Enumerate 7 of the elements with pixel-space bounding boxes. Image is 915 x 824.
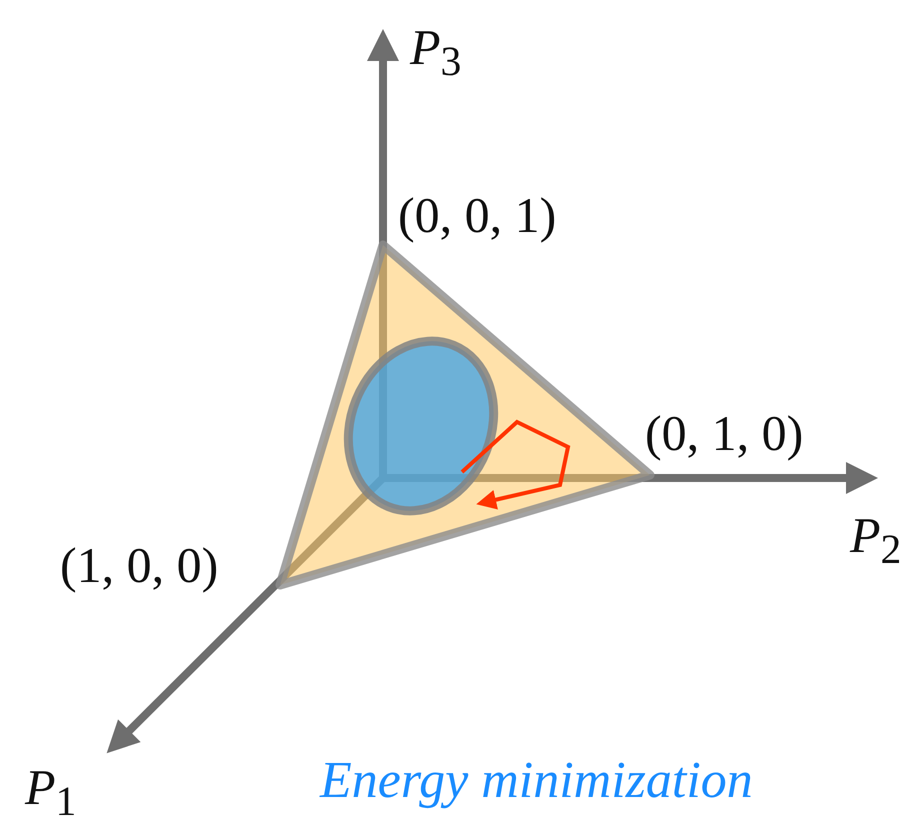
axis-label: P$_{2}$	[850, 510, 902, 572]
axis-label: P$_{1}$	[25, 762, 76, 824]
vertex-coordinate: (0, 1, 0)	[645, 408, 804, 458]
axis-label: P$_{3}$	[410, 22, 462, 84]
vertex-coordinate: (0, 0, 1)	[398, 190, 556, 240]
caption: Energy minimization	[320, 755, 753, 807]
vertex-coordinate: (1, 0, 0)	[60, 540, 218, 590]
